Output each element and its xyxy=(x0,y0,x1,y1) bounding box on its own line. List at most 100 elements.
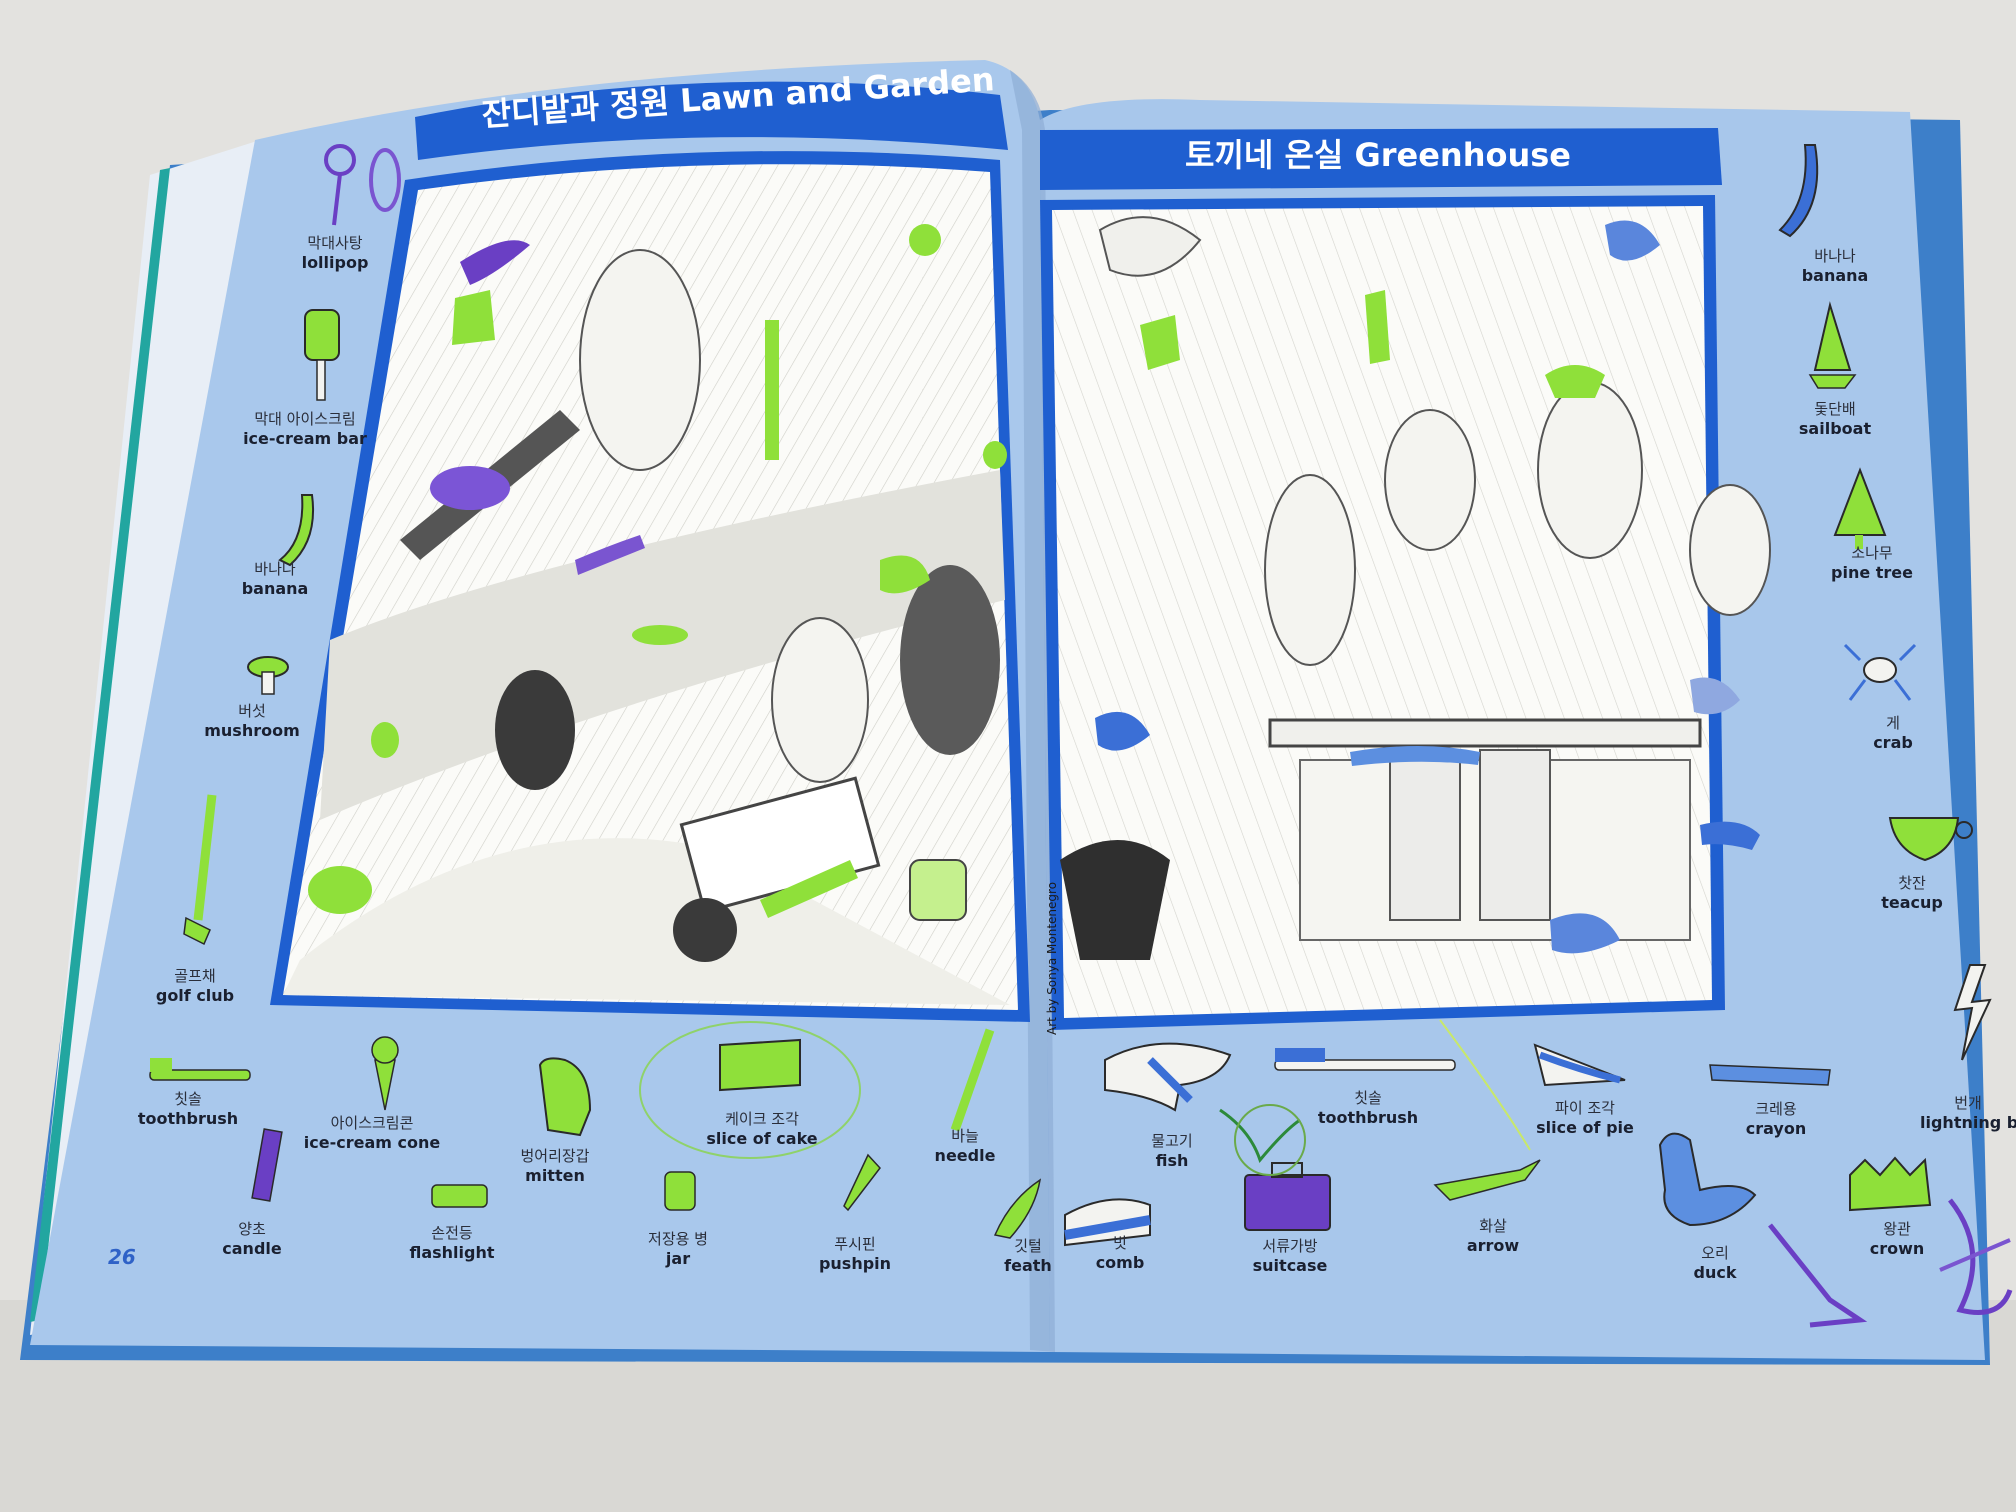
item-label-en: feath xyxy=(1004,1256,1052,1275)
find-item-fish: 물고기 fish xyxy=(1082,1130,1262,1170)
mushroom-icon xyxy=(247,656,289,695)
item-label-en: golf club xyxy=(155,986,235,1005)
find-item-toothbrush-right: 칫솔 toothbrush xyxy=(1278,1087,1458,1127)
item-label-ko: 케이크 조각 xyxy=(725,1110,799,1128)
pine-tree-icon xyxy=(1833,467,1887,549)
item-label-en: needle xyxy=(934,1146,996,1165)
jar-icon xyxy=(664,1171,696,1211)
item-label-ko: 파이 조각 xyxy=(1555,1099,1615,1117)
find-item-ice-cream-bar: 막대 아이스크림 ice-cream bar xyxy=(215,408,395,448)
find-item-pushpin: 푸시핀 pushpin xyxy=(765,1233,945,1273)
item-label-ko: 푸시핀 xyxy=(834,1235,876,1253)
find-item-mitten: 벙어리장갑 mitten xyxy=(465,1145,645,1185)
item-label-ko: 손전등 xyxy=(431,1224,473,1242)
item-label-en: banana xyxy=(1801,266,1869,285)
find-item-crown: 왕관 crown xyxy=(1807,1218,1987,1258)
item-label-en: flashlight xyxy=(409,1243,495,1262)
crown-icon xyxy=(1849,1156,1932,1212)
lightning-bolt-icon xyxy=(1953,964,1992,1061)
find-item-crayon: 크레용 crayon xyxy=(1686,1098,1866,1138)
item-label-en: mitten xyxy=(525,1166,585,1185)
find-item-lollipop: 막대사탕 lollipop xyxy=(245,232,425,272)
item-label-en: banana xyxy=(241,579,309,598)
item-label-ko: 화살 xyxy=(1479,1217,1507,1235)
find-item-crab: 게 crab xyxy=(1803,712,1983,752)
right-banner xyxy=(1040,128,1722,190)
find-item-teacup: 찻잔 teacup xyxy=(1822,872,2002,912)
item-label-en: lightning b xyxy=(1920,1113,2016,1132)
item-label-en: slice of pie xyxy=(1536,1118,1634,1137)
item-label-ko: 골프채 xyxy=(174,967,216,985)
duck-icon xyxy=(1658,1132,1757,1227)
item-label-ko: 벙어리장갑 xyxy=(520,1147,590,1165)
find-item-golf-club: 골프채 golf club xyxy=(105,965,285,1005)
crayon-icon xyxy=(1709,1064,1831,1086)
item-label-ko: 찻잔 xyxy=(1898,874,1926,892)
suitcase-icon xyxy=(1244,1162,1331,1231)
item-label-ko: 게 xyxy=(1886,714,1900,732)
mitten-icon xyxy=(538,1057,592,1137)
item-label-ko: 저장용 병 xyxy=(648,1230,708,1248)
find-item-pine-tree: 소나무 pine tree xyxy=(1782,542,1962,582)
find-item-duck: 오리 duck xyxy=(1625,1242,1805,1282)
find-item-slice-of-pie: 파이 조각 slice of pie xyxy=(1495,1097,1675,1137)
page-number: 26 xyxy=(108,1245,136,1269)
find-item-toothbrush: 칫솔 toothbrush xyxy=(98,1088,278,1128)
item-label-en: arrow xyxy=(1466,1236,1520,1255)
item-label-ko: 버섯 xyxy=(238,702,266,720)
arrow-icon xyxy=(1433,1159,1541,1201)
toothbrush-right-icon xyxy=(1274,1048,1456,1071)
item-label-ko: 크레용 xyxy=(1755,1100,1797,1118)
find-item-jar: 저장용 병 jar xyxy=(588,1228,768,1268)
feather-icon xyxy=(993,1178,1042,1239)
item-label-en: toothbrush xyxy=(1317,1108,1419,1127)
item-label-en: suitcase xyxy=(1252,1256,1328,1275)
toothbrush-icon xyxy=(149,1058,251,1081)
find-item-comb: 빗 comb xyxy=(1030,1232,1210,1272)
item-label-ko: 깃털 xyxy=(1014,1237,1042,1255)
item-label-en: lollipop xyxy=(301,253,369,272)
needle-icon xyxy=(950,1028,995,1132)
item-label-en: slice of cake xyxy=(706,1129,818,1148)
ice-cream-bar-icon xyxy=(304,309,340,401)
item-label-en: crab xyxy=(1873,733,1913,752)
find-item-banana-right: 바나나 banana xyxy=(1745,245,1925,285)
lollipop-icon xyxy=(324,144,401,226)
find-item-needle: 바늘 needle xyxy=(875,1125,1055,1165)
item-label-ko: 오리 xyxy=(1701,1244,1729,1262)
item-label-ko: 막대 아이스크림 xyxy=(254,410,356,428)
item-label-en: teacup xyxy=(1881,893,1943,912)
item-label-en: jar xyxy=(665,1249,691,1268)
teacup-icon xyxy=(1888,817,1973,862)
right-page-title: 토끼네 온실 Greenhouse xyxy=(1185,136,1572,174)
item-label-ko: 칫솔 xyxy=(174,1090,202,1108)
item-label-ko: 돛단배 xyxy=(1814,400,1856,418)
find-item-mushroom: 버섯 mushroom xyxy=(162,700,342,740)
item-label-en: pushpin xyxy=(818,1254,892,1273)
item-label-en: pine tree xyxy=(1831,563,1913,582)
pushpin-icon xyxy=(843,1153,881,1212)
item-label-en: comb xyxy=(1095,1253,1145,1272)
item-label-en: ice-cream bar xyxy=(243,429,367,448)
find-item-slice-of-cake: 케이크 조각 slice of cake xyxy=(672,1108,852,1148)
item-label-ko: 소나무 xyxy=(1851,544,1893,562)
item-label-en: mushroom xyxy=(204,721,300,740)
find-item-arrow: 화살 arrow xyxy=(1403,1215,1583,1255)
sailboat-icon xyxy=(1808,301,1857,389)
candle-icon xyxy=(251,1128,283,1202)
fish-icon xyxy=(1104,1042,1232,1112)
find-item-banana: 바나나 banana xyxy=(185,558,365,598)
find-item-ice-cream-cone: 아이스크림콘 ice-cream cone xyxy=(282,1112,462,1152)
slice-of-cake-icon xyxy=(639,1021,861,1159)
item-label-ko: 양초 xyxy=(238,1220,266,1238)
item-label-ko: 바나나 xyxy=(254,560,296,578)
item-label-en: sailboat xyxy=(1798,419,1872,438)
find-item-candle: 양초 candle xyxy=(162,1218,342,1258)
illustration-credit: Art by Sonya Montenegro xyxy=(1045,881,1059,1035)
comb-icon xyxy=(1064,1198,1151,1247)
item-label-ko: 막대사탕 xyxy=(307,234,363,252)
find-item-sailboat: 돛단배 sailboat xyxy=(1745,398,1925,438)
banana-right-icon xyxy=(1778,144,1819,238)
golf-club-icon xyxy=(183,794,217,946)
